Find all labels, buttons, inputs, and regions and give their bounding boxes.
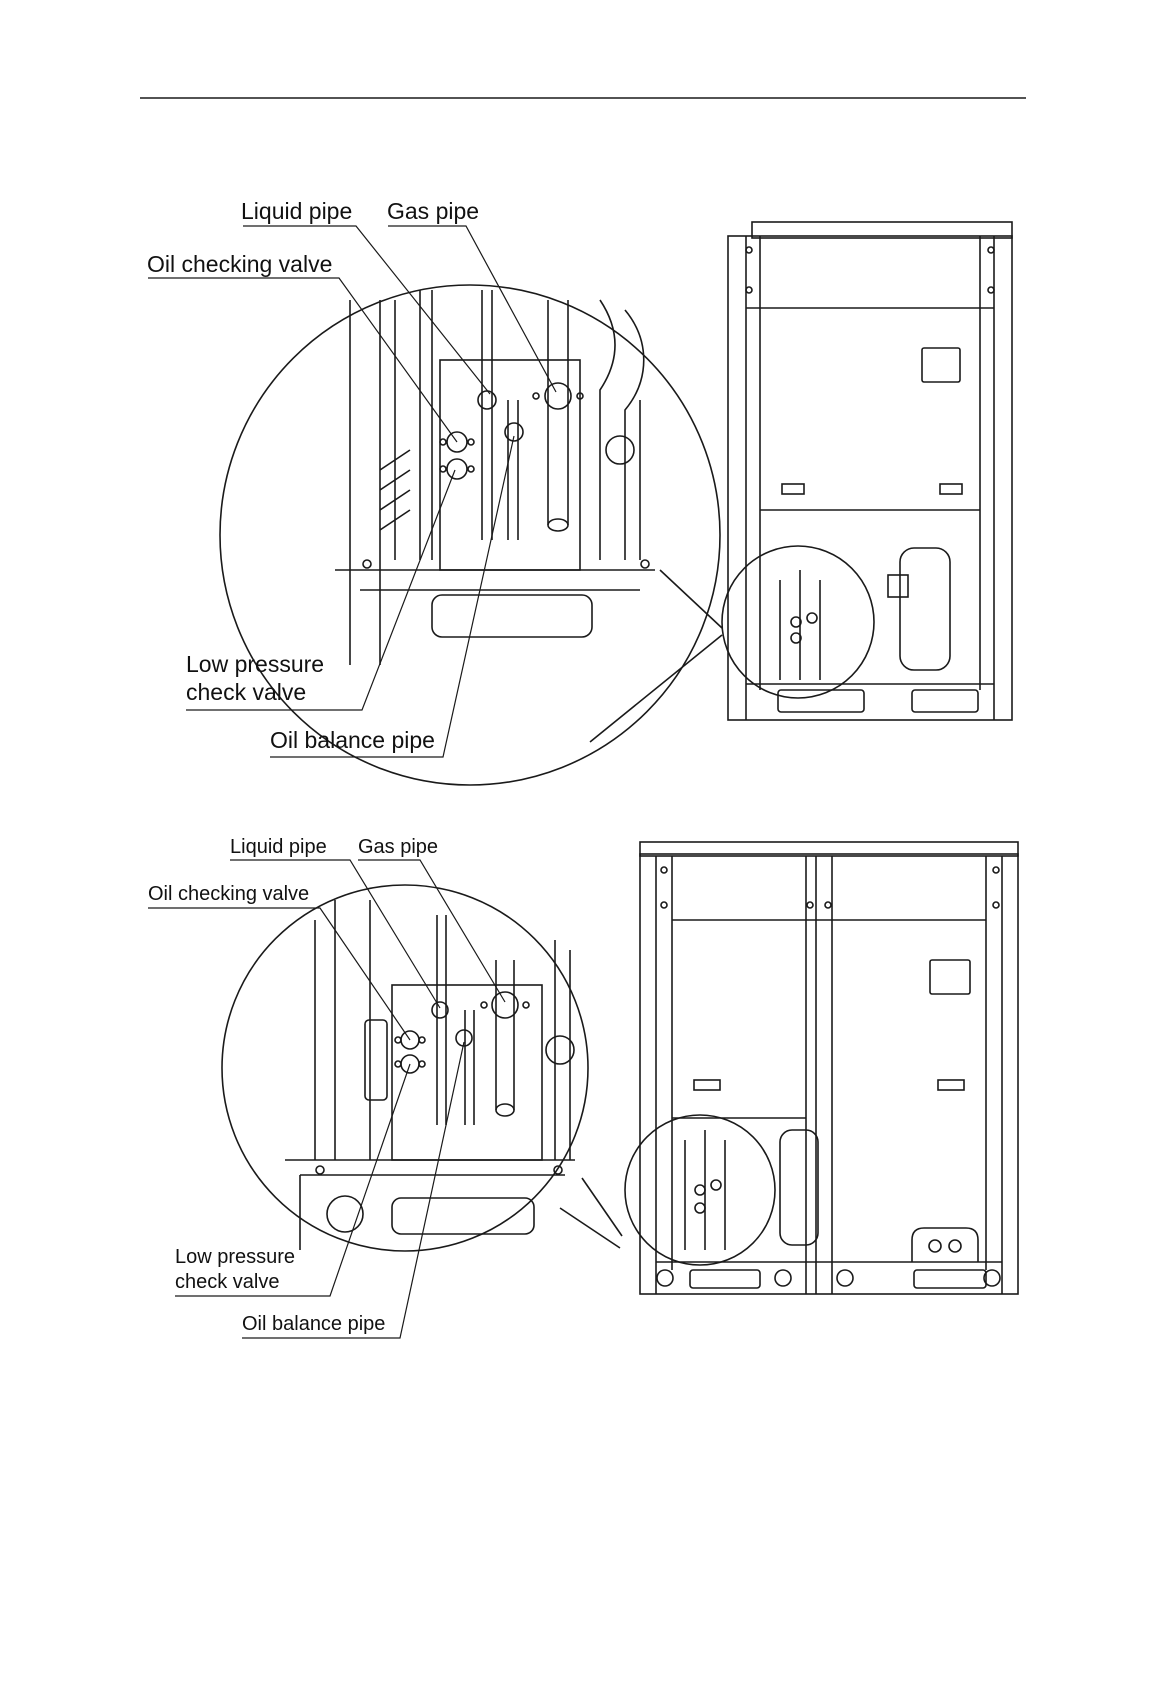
bottom-label-liquid-pipe: Liquid pipe: [230, 836, 327, 858]
bottom-label-low-pressure-2: check valve: [175, 1271, 280, 1293]
bottom-machine: [625, 842, 1018, 1294]
top-label-liquid-pipe: Liquid pipe: [241, 198, 352, 224]
bottom-label-oil-balance-pipe: Oil balance pipe: [242, 1313, 385, 1335]
bottom-zoom-circle: [222, 885, 588, 1251]
top-label-oil-checking-valve: Oil checking valve: [147, 251, 332, 277]
top-label-low-pressure-2: check valve: [186, 679, 306, 705]
top-label-oil-balance-pipe: Oil balance pipe: [270, 727, 435, 753]
bottom-connector-lower: [560, 1208, 620, 1248]
bottom-label-gas-pipe: Gas pipe: [358, 836, 438, 858]
top-label-gas-pipe: Gas pipe: [387, 198, 479, 224]
top-leader-lines: [148, 226, 556, 757]
top-machine: [722, 222, 1012, 720]
top-connector-upper: [660, 570, 722, 628]
bottom-label-low-pressure-1: Low pressure: [175, 1246, 295, 1268]
bottom-label-oil-checking-valve: Oil checking valve: [148, 883, 309, 905]
top-label-low-pressure-1: Low pressure: [186, 651, 324, 677]
top-connector-lower: [590, 635, 722, 742]
